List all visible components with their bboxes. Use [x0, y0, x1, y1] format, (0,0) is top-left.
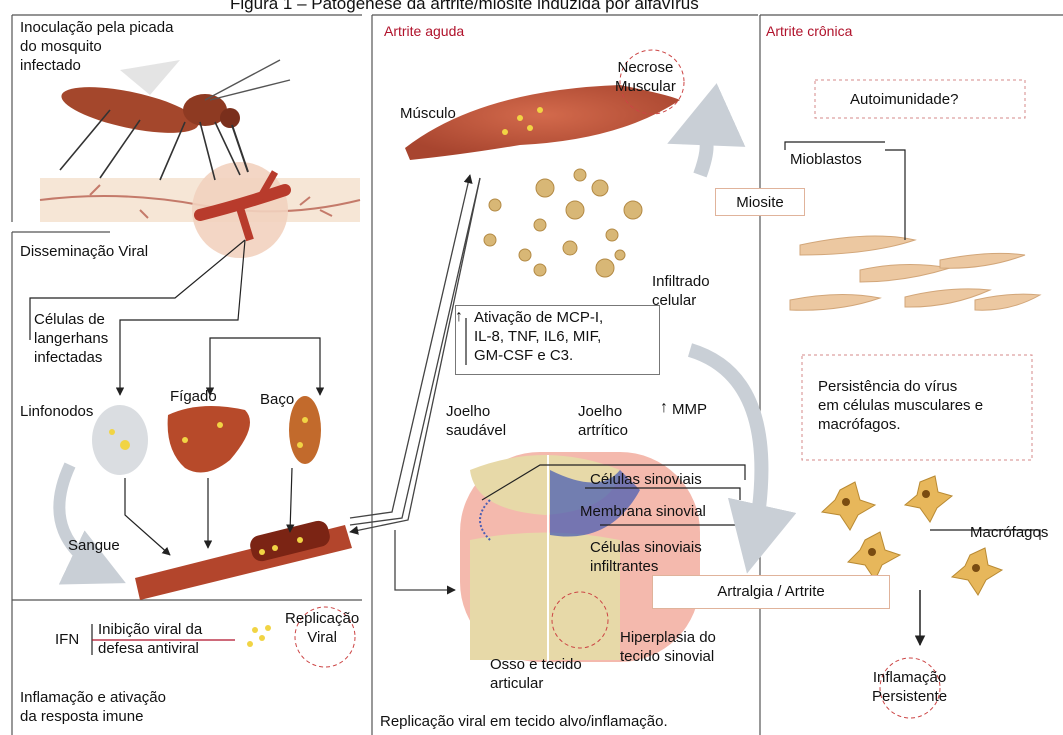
- ifn-label: IFN: [55, 630, 79, 649]
- figure-title: Figura 1 – Patogênese da artrite/miosite…: [230, 0, 699, 13]
- inflammation-label: Inflamação e ativação da resposta imune: [20, 688, 166, 726]
- hyperplasia-label: Hiperplasia do tecido sinovial: [620, 628, 716, 666]
- autoimmunity-label: Autoimunidade?: [850, 90, 958, 109]
- myoblast-cells: [790, 236, 1040, 310]
- up-arrow-icon: ↑: [455, 307, 463, 326]
- langerhans-label: Células de langerhans infectadas: [34, 310, 108, 367]
- bone-label: Osso e tecido articular: [490, 655, 582, 693]
- macrophages-label: Macrófagos: [970, 523, 1048, 542]
- persistence-label: Persistência do vírus em células muscula…: [818, 377, 983, 434]
- inoculation-label: Inoculação pela picada do mosquito infec…: [20, 18, 173, 75]
- dissemination-label: Disseminação Viral: [20, 242, 148, 261]
- activation-box: Ativação de MCP-I, IL-8, TNF, IL6, MIF, …: [455, 305, 660, 375]
- muscle-label: Músculo: [400, 104, 456, 123]
- chronic-arthritis-heading: Artrite crônica: [766, 22, 852, 41]
- infiltrate-cells: [484, 169, 642, 277]
- blood-vessel: [135, 519, 352, 600]
- lymph-node-shape: [92, 405, 148, 475]
- blood-label: Sangue: [68, 536, 120, 555]
- healthy-knee-label: Joelho saudável: [446, 402, 506, 440]
- inhibition-label: Inibição viral da defesa antiviral: [98, 620, 202, 658]
- liver-label: Fígado: [170, 387, 217, 406]
- spleen-label: Baço: [260, 390, 294, 409]
- synovial-cells-label: Células sinoviais: [590, 470, 702, 489]
- mosquito-illustration: [58, 60, 290, 180]
- myoblasts-label: Mioblastos: [790, 150, 862, 169]
- arthritic-knee-label: Joelho artrítico: [578, 402, 628, 440]
- infiltrating-cells-label: Células sinoviais infiltrantes: [590, 538, 702, 576]
- up-arrow-icon-mmp: ↑: [660, 398, 668, 417]
- myositis-box: Miosite: [715, 188, 805, 216]
- lymph-nodes-label: Linfonodos: [20, 402, 93, 421]
- infiltrate-label: Infiltrado celular: [652, 272, 710, 310]
- replication-label: Replicação Viral: [285, 609, 359, 647]
- arthralgia-box: Artralgia / Artrite: [652, 575, 890, 609]
- replication-target-label: Replicação viral em tecido alvo/inflamaç…: [380, 712, 668, 731]
- persistent-inflammation-label: Inflamação Persistente: [872, 668, 947, 706]
- liver-shape: [168, 406, 250, 473]
- mmp-label: MMP: [672, 400, 707, 419]
- acute-arthritis-heading: Artrite aguda: [384, 22, 464, 41]
- synovial-membrane-label: Membrana sinovial: [580, 502, 706, 521]
- viral-particles: [247, 625, 271, 647]
- necrosis-label: Necrose Muscular: [615, 58, 676, 96]
